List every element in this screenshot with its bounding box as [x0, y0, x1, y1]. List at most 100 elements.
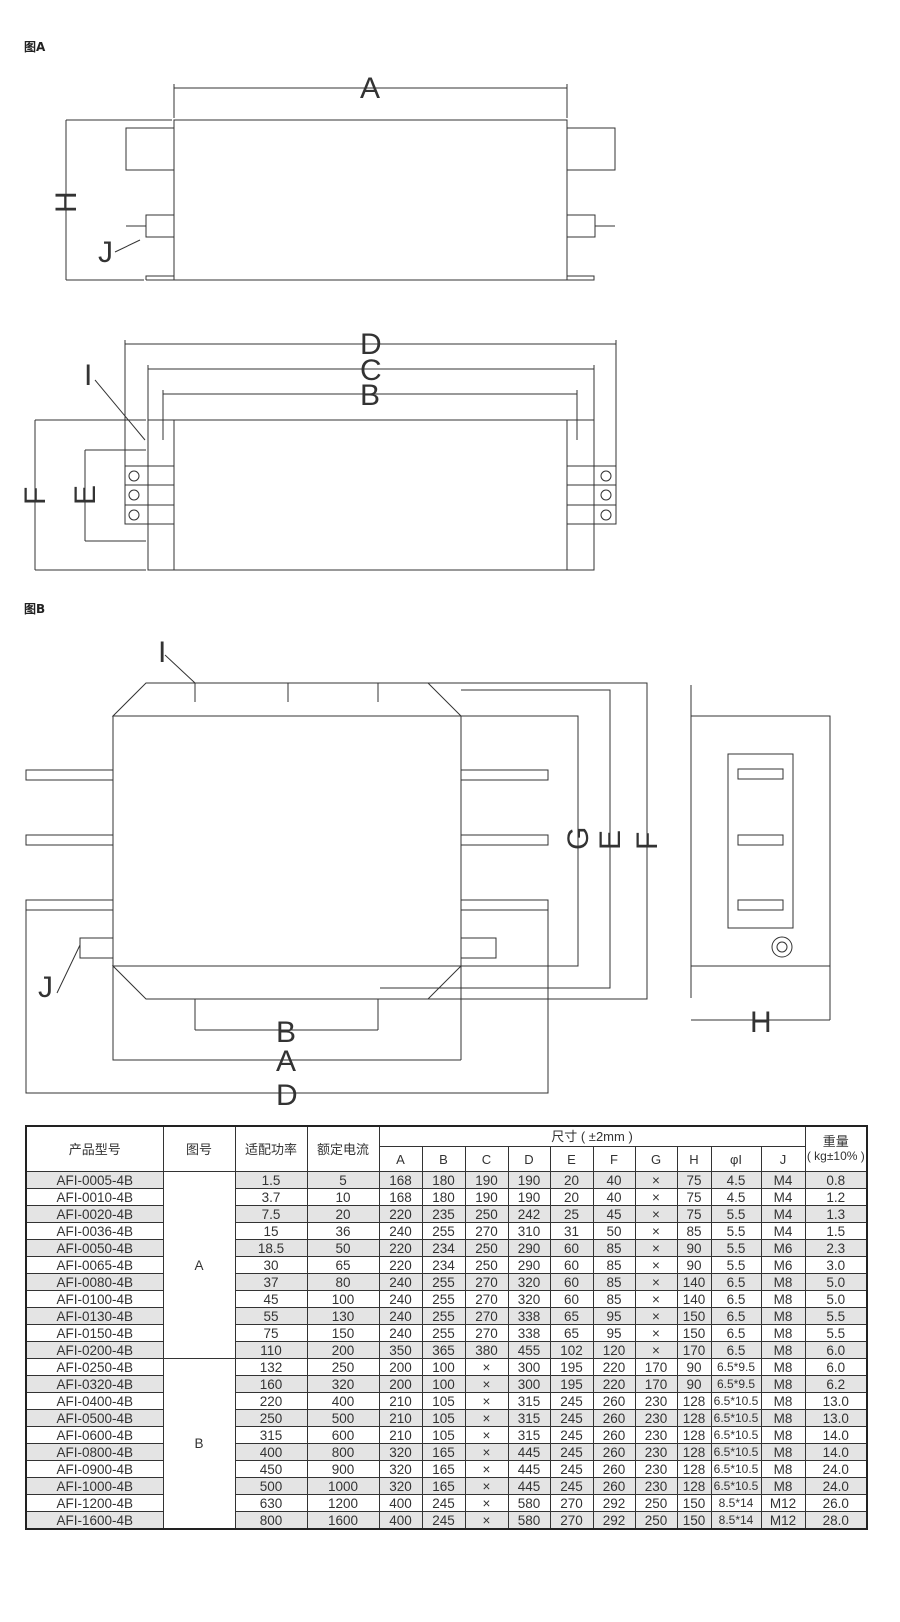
figure-a-front-view — [65, 84, 616, 281]
value-cell: 40 — [592, 1171, 636, 1189]
value-cell: 400 — [378, 1511, 423, 1530]
value-cell: 240 — [378, 1222, 423, 1240]
value-cell: 165 — [421, 1477, 466, 1495]
value-cell: × — [634, 1222, 678, 1240]
value-cell: M6 — [760, 1256, 806, 1274]
header-dim-6: G — [634, 1146, 678, 1172]
svg-text:I: I — [84, 359, 92, 392]
header-current: 额定电流 — [306, 1125, 380, 1172]
value-cell: 105 — [421, 1409, 466, 1427]
value-cell: 260 — [592, 1392, 636, 1410]
svg-text:A: A — [276, 1045, 296, 1078]
value-cell: 320 — [378, 1477, 423, 1495]
value-cell: M8 — [760, 1290, 806, 1308]
value-cell: 5.0 — [804, 1273, 868, 1291]
value-cell: 320 — [507, 1273, 551, 1291]
value-cell: 250 — [464, 1256, 509, 1274]
value-cell: 450 — [234, 1460, 308, 1478]
value-cell: 110 — [234, 1341, 308, 1359]
svg-text:J: J — [98, 236, 113, 269]
value-cell: 128 — [676, 1392, 712, 1410]
value-cell: 55 — [234, 1307, 308, 1325]
value-cell: 600 — [306, 1426, 380, 1444]
svg-text:H: H — [50, 191, 83, 213]
value-cell: 580 — [507, 1511, 551, 1530]
value-cell: 315 — [234, 1426, 308, 1444]
value-cell: 170 — [634, 1358, 678, 1376]
value-cell: 95 — [592, 1324, 636, 1342]
value-cell: 85 — [592, 1290, 636, 1308]
value-cell: 245 — [549, 1409, 594, 1427]
value-cell: 6.5*10.5 — [710, 1477, 762, 1495]
value-cell: 6.5 — [710, 1307, 762, 1325]
value-cell: 315 — [507, 1426, 551, 1444]
value-cell: 128 — [676, 1426, 712, 1444]
header-dim-8: φI — [710, 1146, 762, 1172]
value-cell: 24.0 — [804, 1477, 868, 1495]
value-cell: 235 — [421, 1205, 466, 1223]
value-cell: 270 — [549, 1511, 594, 1530]
value-cell: 4.5 — [710, 1188, 762, 1206]
value-cell: 400 — [234, 1443, 308, 1461]
value-cell: 338 — [507, 1307, 551, 1325]
figure-b-front-view — [25, 654, 648, 1094]
value-cell: 320 — [306, 1375, 380, 1393]
value-cell: 230 — [634, 1477, 678, 1495]
value-cell: 1.5 — [804, 1222, 868, 1240]
value-cell: 380 — [464, 1341, 509, 1359]
value-cell: 14.0 — [804, 1426, 868, 1444]
value-cell: × — [634, 1205, 678, 1223]
figure-cell: B — [162, 1358, 236, 1530]
value-cell: 250 — [634, 1494, 678, 1512]
value-cell: 168 — [378, 1171, 423, 1189]
value-cell: 1000 — [306, 1477, 380, 1495]
value-cell: 270 — [464, 1324, 509, 1342]
model-cell: AFI-0100-4B — [25, 1290, 164, 1308]
value-cell: 85 — [592, 1273, 636, 1291]
value-cell: 255 — [421, 1222, 466, 1240]
value-cell: 100 — [421, 1375, 466, 1393]
value-cell: 30 — [234, 1256, 308, 1274]
model-cell: AFI-0036-4B — [25, 1222, 164, 1240]
value-cell: 240 — [378, 1324, 423, 1342]
value-cell: × — [464, 1358, 509, 1376]
value-cell: 300 — [507, 1358, 551, 1376]
model-cell: AFI-0800-4B — [25, 1443, 164, 1461]
value-cell: 245 — [549, 1426, 594, 1444]
value-cell: 6.5 — [710, 1324, 762, 1342]
svg-text:E: E — [69, 485, 102, 505]
value-cell: 6.5*9.5 — [710, 1358, 762, 1376]
model-cell: AFI-0200-4B — [25, 1341, 164, 1359]
value-cell: 150 — [306, 1324, 380, 1342]
value-cell: 20 — [549, 1188, 594, 1206]
value-cell: M8 — [760, 1358, 806, 1376]
model-cell: AFI-0500-4B — [25, 1409, 164, 1427]
value-cell: 132 — [234, 1358, 308, 1376]
header-dim-0: A — [378, 1146, 423, 1172]
value-cell: 14.0 — [804, 1443, 868, 1461]
value-cell: 292 — [592, 1494, 636, 1512]
figure-cell: A — [162, 1171, 236, 1359]
value-cell: 800 — [234, 1511, 308, 1530]
value-cell: 6.2 — [804, 1375, 868, 1393]
value-cell: 6.5*10.5 — [710, 1426, 762, 1444]
value-cell: 6.5*9.5 — [710, 1375, 762, 1393]
value-cell: × — [634, 1341, 678, 1359]
value-cell: 455 — [507, 1341, 551, 1359]
model-cell: AFI-0600-4B — [25, 1426, 164, 1444]
value-cell: 240 — [378, 1290, 423, 1308]
value-cell: 195 — [549, 1375, 594, 1393]
value-cell: 180 — [421, 1171, 466, 1189]
value-cell: 45 — [234, 1290, 308, 1308]
svg-text:H: H — [750, 1006, 772, 1039]
value-cell: 200 — [378, 1375, 423, 1393]
value-cell: 90 — [676, 1256, 712, 1274]
value-cell: 100 — [306, 1290, 380, 1308]
value-cell: 220 — [378, 1239, 423, 1257]
